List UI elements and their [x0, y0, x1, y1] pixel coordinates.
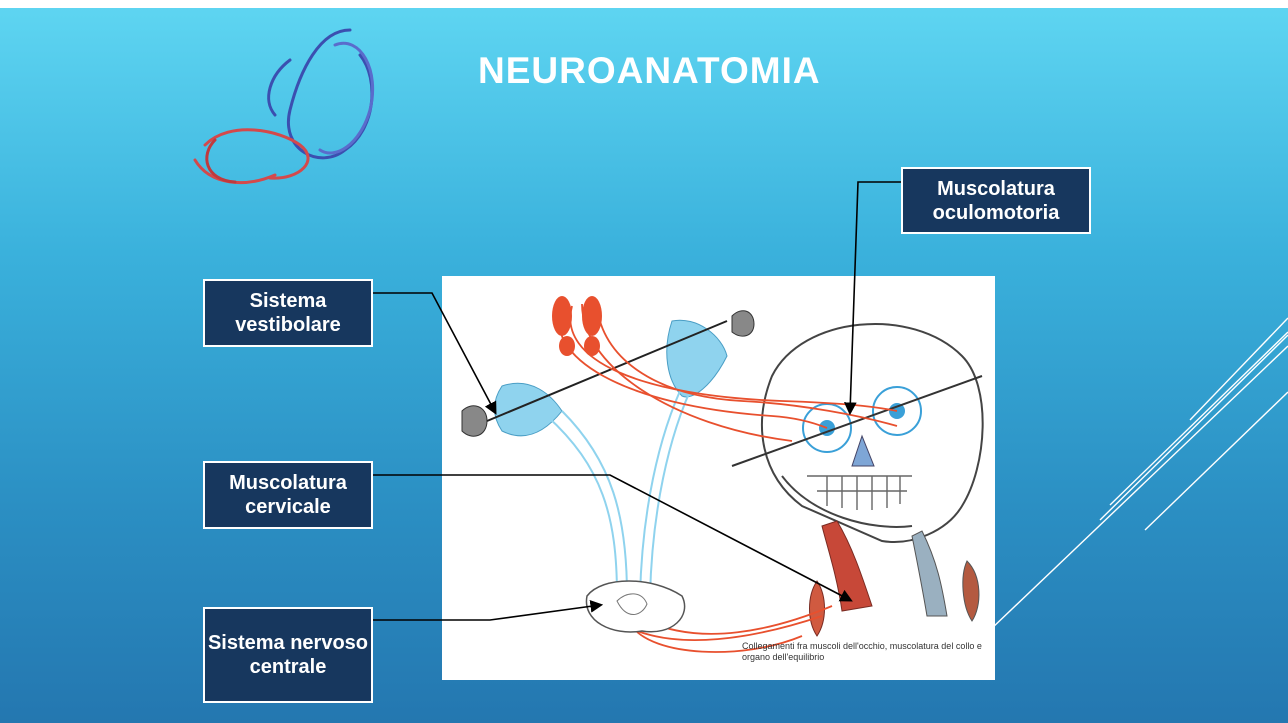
label-muscolatura-cervicale: Muscolatura cervicale	[203, 461, 373, 529]
page-title: NEUROANATOMIA	[478, 50, 821, 92]
label-sistema-nervoso-centrale: Sistema nervoso centrale	[203, 607, 373, 703]
neuro-diagram: Collegamenti fra muscoli dell'occhio, mu…	[442, 276, 995, 680]
label-muscolatura-oculomotoria: Muscolatura oculomotoria	[901, 167, 1091, 234]
label-sistema-vestibolare: Sistema vestibolare	[203, 279, 373, 347]
diagram-caption: Collegamenti fra muscoli dell'occhio, mu…	[742, 641, 992, 663]
